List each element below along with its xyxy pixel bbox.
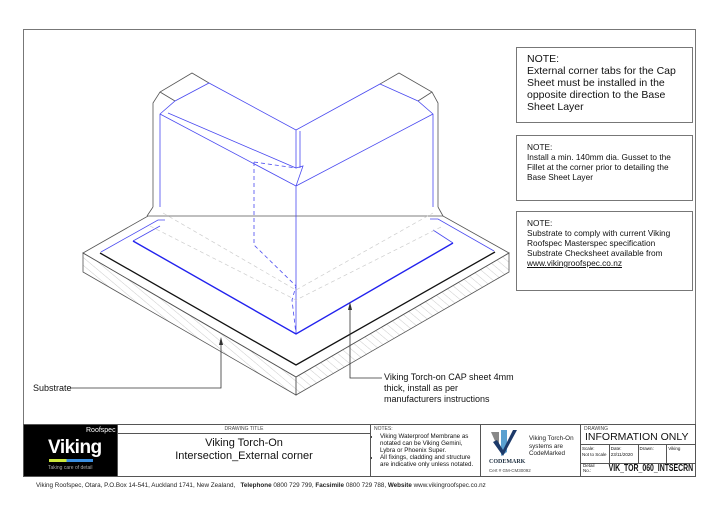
title-block: Roofspec Viking Taking care of detail DR… <box>23 424 696 477</box>
codemark-logo-text: CODEMARK <box>489 459 526 465</box>
drawing-code: VIK_TOR_060_INTSECRN <box>608 462 693 474</box>
footer-address: Viking Roofspec, Otara, P.O.Box 14-541, … <box>36 482 236 489</box>
website-link[interactable]: www.vikingroofspec.co.nz <box>527 258 622 268</box>
note-box-substrate: NOTE: Substrate to comply with current V… <box>516 211 693 291</box>
logo-sub: Roofspec <box>86 427 116 434</box>
date-value: 23/11/2020 <box>610 451 633 457</box>
detail-label: Detail No.: <box>583 463 595 473</box>
notes-list: Viking Waterproof Membrane as notated ca… <box>371 433 480 468</box>
cap-sheet-edge <box>132 240 454 335</box>
note-text: Install a min. 140mm dia. Gusset to the … <box>527 152 671 182</box>
note-text: Substrate to comply with current Viking … <box>527 228 671 258</box>
note-heading: NOTE: <box>527 218 553 228</box>
title-line1: Viking Torch-On <box>205 437 283 449</box>
scale-value: Not to Scale <box>582 451 607 457</box>
codemark-text: Viking Torch-On systems are CodeMarked <box>529 435 574 457</box>
notes-cell: NOTES: Viking Waterproof Membrane as not… <box>371 425 481 476</box>
substrate-arrow <box>219 337 223 345</box>
drawn-label: Drawn: <box>639 446 654 451</box>
date-cell: Date:23/11/2020 <box>610 445 639 463</box>
membrane-edge <box>99 251 496 366</box>
note-box-corner-tabs: NOTE: External corner tabs for the Cap S… <box>516 47 693 123</box>
logo-tagline: Taking care of detail <box>48 465 93 471</box>
note-heading: NOTE: <box>527 53 560 65</box>
slab-right-side <box>295 252 510 396</box>
substrate-leader <box>70 340 222 389</box>
fillet-hidden-lines <box>149 212 444 301</box>
substrate-label: Substrate <box>33 383 72 393</box>
drawn-cell: Drawn: <box>639 445 668 463</box>
drawing-status: INFORMATION ONLY <box>585 431 689 443</box>
viking-logo: Roofspec Viking Taking care of detail <box>24 425 118 476</box>
title-line2: Intersection_External corner <box>175 450 313 462</box>
upstand-right-outline <box>379 72 439 207</box>
fillet-edge <box>146 206 154 217</box>
fillet-edge <box>437 206 444 217</box>
fax-label: Facsimile <box>315 482 345 489</box>
drawing-title-label: DRAWING TITLE <box>118 426 370 434</box>
cert-number: Cert # GM-CM30092 <box>489 468 531 473</box>
note-item: Viking Waterproof Membrane as notated ca… <box>380 433 478 454</box>
drawing-info-cell: DRAWING INFORMATION ONLY Scale:Not to Sc… <box>581 425 695 476</box>
date-label: Date: <box>610 446 622 451</box>
notes-label: NOTES: <box>374 426 393 432</box>
cap-sheet-label: Viking Torch-on CAP sheet 4mm thick, ins… <box>384 372 514 404</box>
footer: Viking Roofspec, Otara, P.O.Box 14-541, … <box>36 482 486 490</box>
note-item: All fixings, cladding and structure are … <box>380 454 478 468</box>
drawn-value: Viking <box>668 446 681 451</box>
drawing-meta-grid: Scale:Not to Scale Date:23/11/2020 Drawn… <box>581 444 695 464</box>
tel-value: 0800 729 799, <box>273 482 314 489</box>
footer-website-link[interactable]: www.vikingroofspec.co.nz <box>413 482 486 489</box>
codemark-logo-icon <box>491 430 517 456</box>
codemark-cell: CODEMARK Cert # GM-CM30092 Viking Torch-… <box>481 425 581 476</box>
note-heading: NOTE: <box>527 142 553 152</box>
scale-label: Scale: <box>582 446 595 451</box>
fax-value: 0800 729 788, <box>345 482 387 489</box>
drawing-frame <box>23 29 696 477</box>
cap-sheet-leader <box>349 305 382 379</box>
web-label: Website <box>387 482 412 489</box>
scale-cell: Scale:Not to Scale <box>581 445 610 463</box>
cap-sheet-lines <box>100 82 495 335</box>
note-box-gusset: NOTE: Install a min. 140mm dia. Gusset t… <box>516 135 693 201</box>
tel-label: Telephone <box>240 482 272 489</box>
note-text: External corner tabs for the Cap Sheet m… <box>527 65 676 113</box>
upstand-edge <box>417 91 433 102</box>
logo-brand: Viking <box>48 437 102 458</box>
cap-sheet-arrow <box>348 302 352 310</box>
upstand-edge <box>159 91 176 102</box>
drawn-value-cell: Viking <box>667 445 695 463</box>
drawing-label: DRAWING <box>584 426 608 432</box>
logo-color-bar <box>49 459 93 462</box>
